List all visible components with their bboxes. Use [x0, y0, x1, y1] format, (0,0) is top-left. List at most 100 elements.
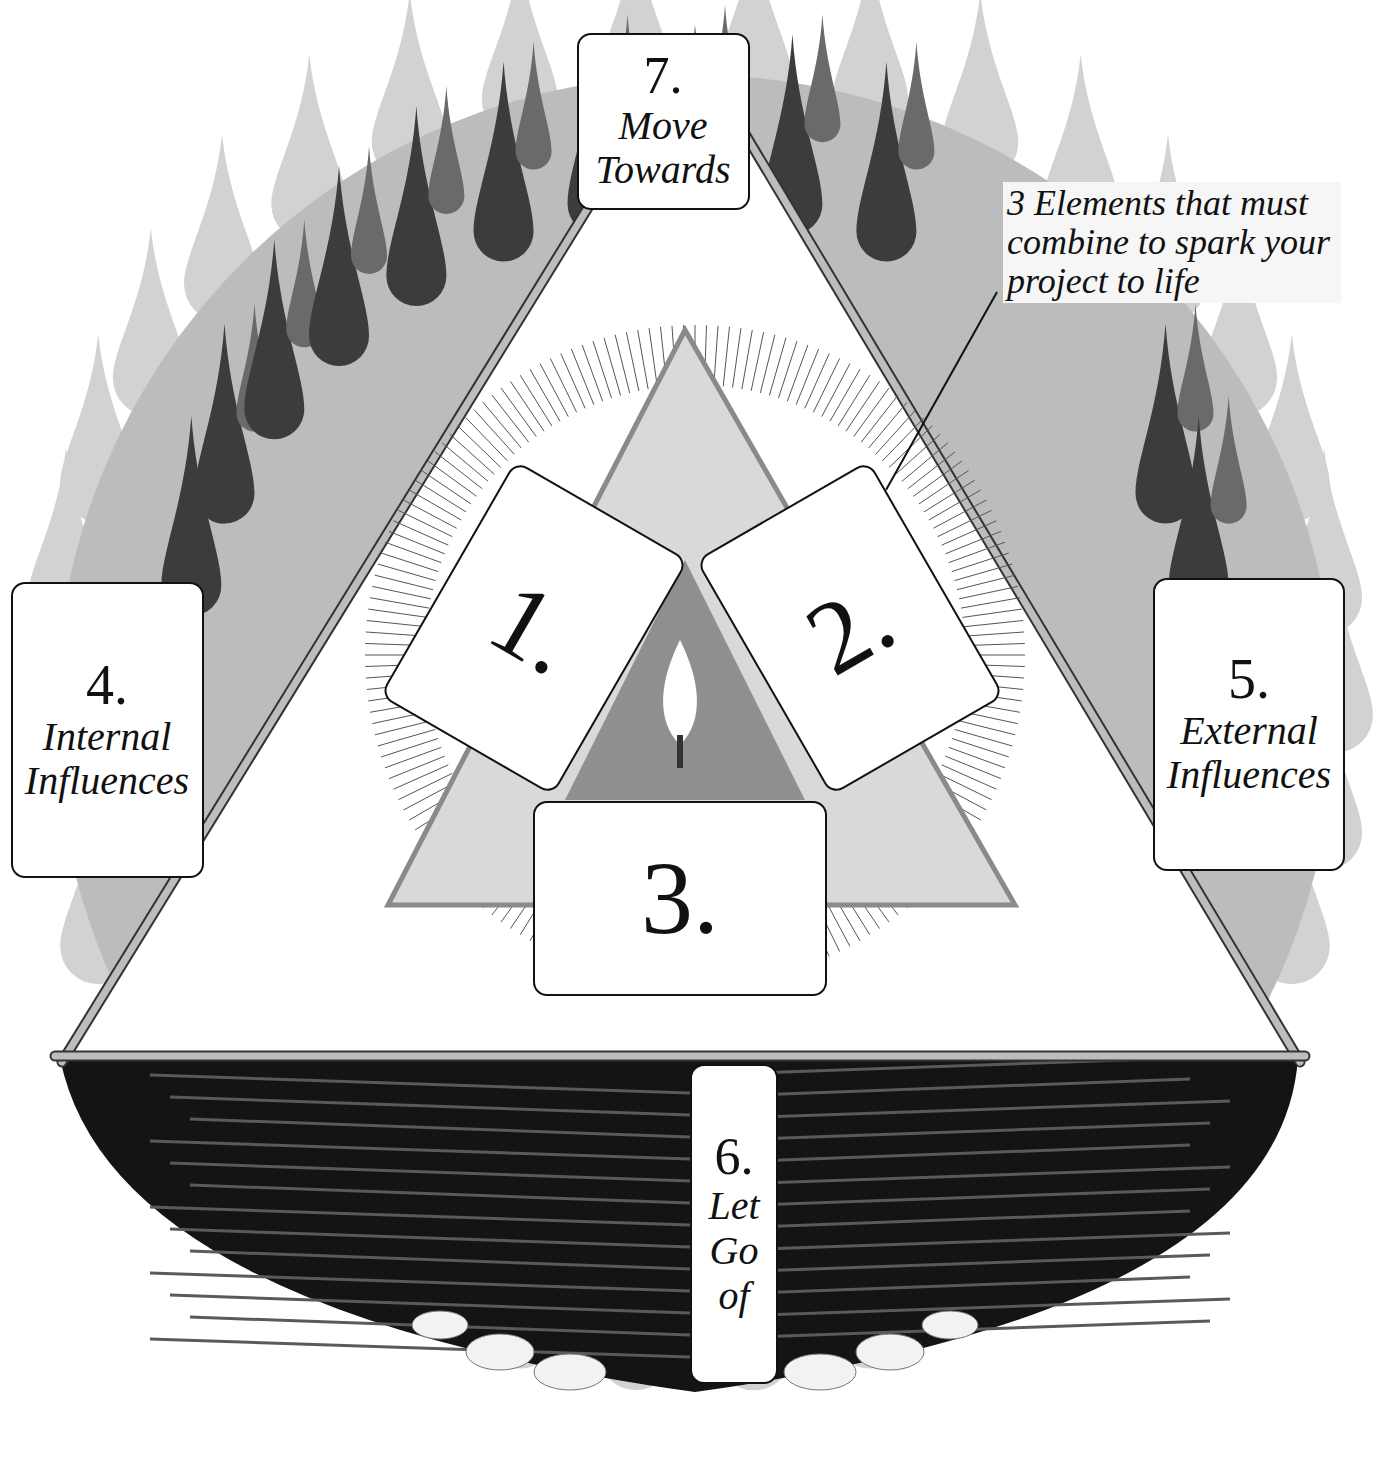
wood-stroke — [150, 1141, 690, 1159]
ray — [952, 553, 1009, 572]
ray — [957, 575, 1015, 590]
ray — [510, 381, 544, 431]
ray — [813, 358, 839, 412]
move-towards-card: 7.Move Towards — [577, 33, 750, 210]
ray — [942, 521, 997, 545]
ray — [415, 480, 466, 512]
ray — [385, 542, 441, 563]
element-card: 3. — [533, 801, 827, 996]
ray — [959, 586, 1018, 598]
dark-drip — [351, 146, 387, 274]
ray — [961, 598, 1020, 608]
ray — [550, 358, 576, 412]
ray — [964, 632, 1024, 636]
ray — [571, 349, 593, 405]
wood-stroke — [700, 1167, 1230, 1185]
ray — [520, 375, 552, 426]
ray — [530, 369, 560, 421]
card-number: 7. — [644, 49, 683, 104]
card-number: 2. — [789, 561, 911, 695]
wood-stroke — [190, 1119, 690, 1137]
ray — [394, 765, 449, 789]
ray — [933, 500, 986, 528]
ray — [381, 553, 438, 572]
ray — [769, 338, 786, 396]
ray — [723, 327, 729, 387]
ray — [838, 375, 870, 426]
ray — [638, 330, 648, 389]
ray — [582, 345, 603, 401]
ray — [378, 564, 436, 581]
wood-stroke — [170, 1163, 690, 1181]
ray — [945, 756, 1001, 778]
wood-stroke — [170, 1229, 690, 1247]
ray — [375, 720, 433, 735]
ray — [805, 354, 829, 409]
wood-stroke — [170, 1097, 690, 1115]
ray — [615, 335, 630, 393]
card-label: Move Towards — [596, 104, 731, 194]
ray — [952, 738, 1009, 757]
leader-line — [886, 292, 997, 490]
callout-note: 3 Elements that must combine to spark yo… — [1003, 182, 1341, 303]
dark-drip — [428, 86, 464, 214]
ray — [394, 521, 449, 545]
candle-wick — [677, 735, 683, 768]
wood-stroke — [150, 1339, 690, 1357]
ray — [561, 354, 585, 409]
ray — [949, 542, 1005, 563]
ray — [945, 531, 1001, 553]
card-number: 3. — [641, 843, 719, 952]
ray — [404, 500, 457, 528]
dark-drip — [898, 42, 934, 170]
ray — [368, 609, 427, 617]
ray — [389, 756, 445, 778]
card-label: Internal Influences — [25, 715, 189, 805]
ray — [409, 490, 461, 520]
ray — [398, 510, 452, 536]
ray — [593, 341, 612, 398]
candle-flame — [663, 640, 697, 745]
ray — [955, 729, 1013, 746]
wood-stroke — [170, 1295, 690, 1313]
ray — [367, 621, 427, 627]
ray — [540, 364, 568, 417]
card-number: 5. — [1228, 650, 1270, 709]
dark-drip — [1211, 396, 1247, 524]
ray — [924, 480, 975, 512]
wood-stroke — [150, 1273, 690, 1291]
ray — [389, 531, 445, 553]
wood-pile — [60, 1058, 1298, 1392]
ray — [733, 328, 741, 387]
ray — [372, 586, 431, 598]
card-number: 4. — [86, 656, 128, 715]
let-go-card: 6.Let Go of — [690, 1064, 778, 1384]
ray — [962, 609, 1021, 617]
ray — [919, 470, 969, 504]
ray — [942, 765, 997, 789]
ray — [830, 369, 860, 421]
wood-stroke — [190, 1185, 690, 1203]
ray — [649, 328, 657, 387]
ray — [778, 341, 797, 398]
card-number: 1. — [473, 561, 595, 695]
ray — [751, 332, 763, 391]
ray — [787, 345, 808, 401]
wood-stroke — [150, 1075, 690, 1093]
ray — [938, 510, 992, 536]
wood-stroke — [700, 1101, 1230, 1119]
ray — [929, 490, 981, 520]
wood-stroke — [190, 1251, 690, 1269]
wood-stroke — [700, 1233, 1230, 1251]
sunburst — [365, 325, 1025, 985]
ray — [742, 330, 752, 389]
card-number: 6. — [715, 1130, 754, 1185]
wood-stroke — [150, 1207, 690, 1225]
card-label: External Influences — [1167, 709, 1331, 799]
ray — [822, 364, 850, 417]
dark-drip — [804, 14, 840, 142]
ray — [964, 621, 1024, 627]
internal-card: 4.Internal Influences — [11, 582, 204, 878]
ray — [370, 598, 429, 608]
card-label: Let Go of — [708, 1184, 759, 1318]
